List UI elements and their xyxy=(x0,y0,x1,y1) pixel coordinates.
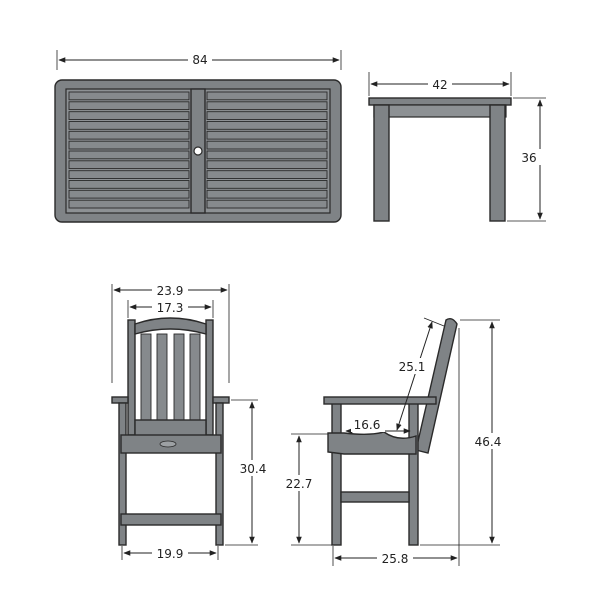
table-top-view: 84 xyxy=(54,50,342,223)
chair-back-height-dimension: 25.1 xyxy=(395,317,445,431)
chair-seat-depth-dimension: 16.6 xyxy=(345,418,411,434)
chair-depth-dimension: 25.8 xyxy=(332,328,460,566)
chair-seat-height-dimension: 22.7 xyxy=(282,433,332,546)
tabletop-slat xyxy=(206,121,328,130)
side-seat xyxy=(327,431,417,455)
chair-seat-depth-label: 16.6 xyxy=(354,418,381,432)
table-width-label: 42 xyxy=(432,78,447,92)
chair-back-height-label: 25.1 xyxy=(399,360,426,374)
table-side-view: 42 36 xyxy=(368,72,546,222)
chair-depth-label: 25.8 xyxy=(382,552,409,566)
front-back-post-left xyxy=(127,319,136,436)
umbrella-hole xyxy=(193,146,203,156)
tabletop-slat xyxy=(206,101,328,111)
chair-overall-height-label: 46.4 xyxy=(475,435,502,449)
tabletop-slat xyxy=(68,170,190,179)
tabletop-slat xyxy=(68,199,190,209)
table-width-dimension: 42 xyxy=(368,72,512,96)
table-height-dimension: 36 xyxy=(507,97,546,222)
tabletop-slat xyxy=(206,130,328,140)
tabletop-slat xyxy=(68,160,190,170)
tabletop-slat xyxy=(68,111,190,120)
chair-overall-width-label: 23.9 xyxy=(157,284,184,298)
chair-seat-height-label: 22.7 xyxy=(286,477,313,491)
chair-overall-height-dimension: 46.4 xyxy=(420,319,508,546)
front-arm-right xyxy=(212,396,230,404)
tabletop-slat xyxy=(206,160,328,170)
side-apron xyxy=(373,104,507,118)
chair-seat-width-label: 19.9 xyxy=(157,547,184,561)
chair-front-view: 23.9 17.3 19 xyxy=(111,282,270,561)
tabletop-slat xyxy=(206,140,328,150)
tabletop-slat xyxy=(68,140,190,150)
front-back-slat xyxy=(156,333,168,423)
tabletop-slat xyxy=(206,199,328,209)
chair-side-view: 25.1 16.6 22.7 25.8 46.4 xyxy=(282,317,508,566)
front-back-post-right xyxy=(205,319,214,436)
side-back-leg xyxy=(408,397,419,546)
tabletop-slat xyxy=(206,180,328,189)
tabletop-slat xyxy=(68,121,190,130)
front-back-top-rail xyxy=(134,317,207,335)
tabletop-slat xyxy=(68,189,190,199)
tabletop-slat xyxy=(68,101,190,111)
front-back-slat xyxy=(189,333,201,423)
side-footrest-rail xyxy=(340,491,410,503)
tabletop-slat xyxy=(68,91,190,101)
front-back-slat xyxy=(140,333,152,423)
tabletop-slat xyxy=(206,111,328,120)
chair-arm-height-dimension: 30.4 xyxy=(225,399,270,546)
tabletop-slat xyxy=(206,91,328,101)
tabletop-slat xyxy=(206,150,328,160)
chair-back-width-dimension: 17.3 xyxy=(127,299,214,318)
front-leg-left xyxy=(118,402,127,546)
side-armrest xyxy=(323,396,437,405)
table-length-dimension: 84 xyxy=(56,50,342,70)
front-leg-right xyxy=(215,402,224,546)
tabletop-slat xyxy=(68,180,190,189)
front-logo-plate xyxy=(159,440,177,448)
side-leg-right xyxy=(489,104,506,222)
chair-overall-width-dimension: 23.9 xyxy=(111,282,230,383)
side-chair-backrest xyxy=(415,317,458,454)
side-tabletop xyxy=(368,97,512,106)
tabletop-slats xyxy=(68,91,328,209)
table-height-label: 36 xyxy=(521,151,536,165)
chair-arm-height-label: 30.4 xyxy=(240,462,267,476)
front-footrest xyxy=(120,513,222,526)
side-leg-left xyxy=(373,104,390,222)
tabletop-slat xyxy=(206,189,328,199)
side-front-leg xyxy=(331,399,342,546)
chair-back-width-label: 17.3 xyxy=(157,301,184,315)
tabletop-slat xyxy=(68,150,190,160)
front-back-slat xyxy=(173,333,185,423)
front-arm-left xyxy=(111,396,129,404)
front-back-lower-rail xyxy=(134,419,207,437)
tabletop-slat xyxy=(68,130,190,140)
tabletop-slat xyxy=(206,170,328,179)
chair-seat-width-dimension: 19.9 xyxy=(121,546,219,561)
table-length-label: 84 xyxy=(192,53,207,67)
